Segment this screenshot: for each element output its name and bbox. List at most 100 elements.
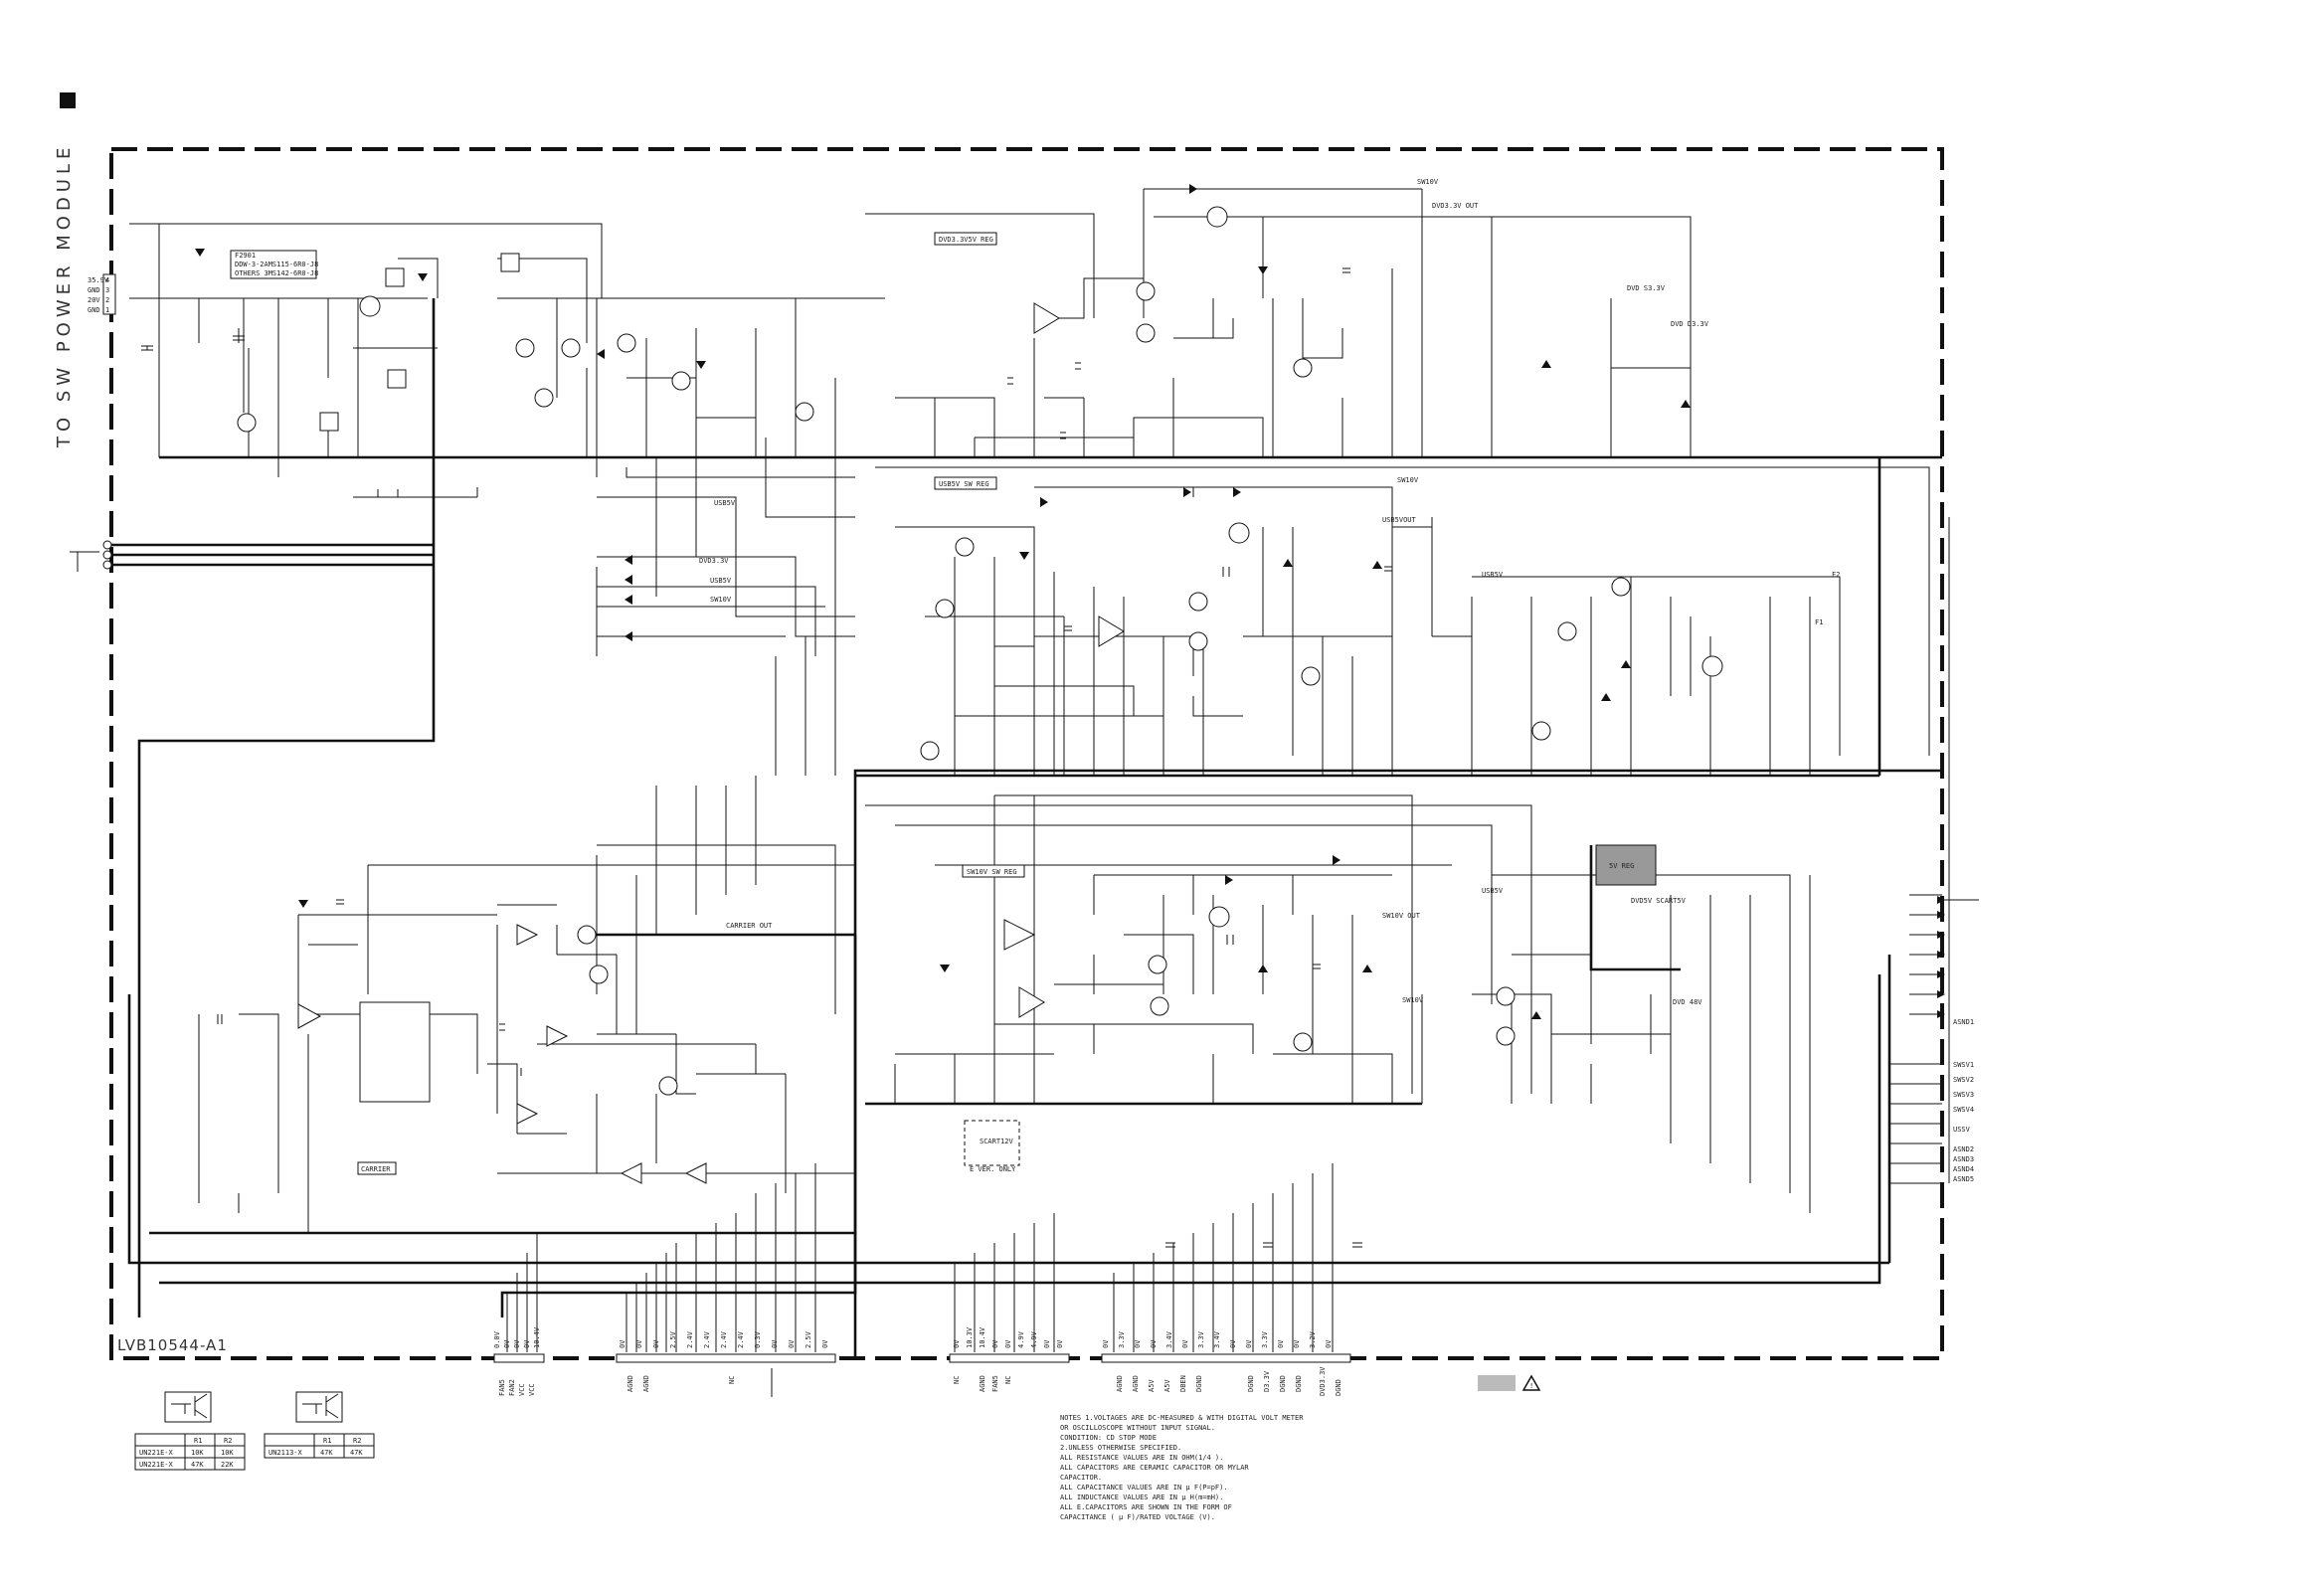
svg-text:2.5V: 2.5V [669, 1330, 677, 1348]
svg-text:UN2113-X: UN2113-X [268, 1449, 303, 1457]
svg-text:R2: R2 [224, 1437, 232, 1445]
svg-text:USSV: USSV [1953, 1126, 1971, 1134]
svg-text:SW10V: SW10V [710, 596, 732, 604]
svg-text:3.4V: 3.4V [1165, 1330, 1173, 1348]
transistor-symbol-2 [295, 1391, 343, 1423]
svg-text:3.3V: 3.3V [1118, 1330, 1126, 1348]
svg-text:USB5V: USB5V [1482, 887, 1504, 895]
svg-text:0V: 0V [503, 1339, 511, 1348]
svg-text:OR OSCILLOSCOPE WITHOUT INP: OR OSCILLOSCOPE WITHOUT INPUT SIGNAL. [1060, 1424, 1215, 1432]
svg-text:2.4V: 2.4V [737, 1330, 745, 1348]
svg-text:UN221E-X: UN221E-X [139, 1461, 174, 1469]
fuse-part-table: F2901 DDW-3-2AMS115-6R0-J8 OTHERS 3MS142… [230, 250, 318, 279]
svg-text:2.5V: 2.5V [804, 1330, 812, 1348]
left-signal-connector [70, 540, 112, 572]
svg-text:22K: 22K [221, 1461, 234, 1469]
transistor-table-1: R1 R2 UN221E-X 10K 10K UN221E-X 47K 22K [134, 1433, 246, 1471]
svg-text:GND: GND [88, 286, 100, 294]
svg-text:0V: 0V [1229, 1339, 1237, 1348]
svg-text:0V: 0V [1102, 1339, 1110, 1348]
svg-text:ALL RESISTANCE VALUES ARE: ALL RESISTANCE VALUES ARE IN OHM(1/4 ). [1060, 1454, 1223, 1462]
svg-text:2.4V: 2.4V [703, 1330, 711, 1348]
svg-text:CARRIER: CARRIER [361, 1165, 391, 1173]
svg-text:AGND: AGND [626, 1375, 634, 1392]
svg-text:ALL E.CAPACITORS ARE SHOWN: ALL E.CAPACITORS ARE SHOWN IN THE FORM O… [1060, 1503, 1232, 1511]
svg-text:CONDITION: CD STOP MODE: CONDITION: CD STOP MODE [1060, 1434, 1157, 1442]
svg-text:1: 1 [105, 306, 109, 314]
svg-text:DVD5V SCART5V: DVD5V SCART5V [1631, 897, 1687, 905]
section-labels: DVD3.3V5V REG USB5V SW REG SW10V SW REG … [357, 232, 1634, 1175]
svg-text:3.3V: 3.3V [1261, 1330, 1269, 1348]
svg-text:SW10V SW REG: SW10V SW REG [967, 868, 1017, 876]
svg-text:SWSV4: SWSV4 [1953, 1106, 1974, 1114]
svg-text:DGND: DGND [1195, 1375, 1203, 1392]
svg-text:10K: 10K [221, 1449, 234, 1457]
warning-marker: ! [1478, 1374, 1541, 1391]
svg-text:0V: 0V [1293, 1339, 1301, 1348]
svg-text:10.4V: 10.4V [979, 1326, 986, 1348]
svg-text:4: 4 [105, 276, 109, 284]
svg-text:AGND: AGND [979, 1375, 986, 1392]
svg-text:CAPACITANCE ( μ F)/RATED VOL: CAPACITANCE ( μ F)/RATED VOLTAGE (V). [1060, 1513, 1215, 1521]
svg-text:10.3V: 10.3V [966, 1326, 974, 1348]
svg-text:10.4V: 10.4V [533, 1326, 541, 1348]
svg-text:DGND: DGND [1295, 1375, 1303, 1392]
svg-text:ALL CAPACITANCE VALUES ARE: ALL CAPACITANCE VALUES ARE IN μ F(P=pF). [1060, 1484, 1228, 1492]
svg-text:SCART12V: SCART12V [980, 1138, 1014, 1145]
svg-text:VCC: VCC [528, 1383, 536, 1396]
board-dashed-frame [109, 147, 1944, 1360]
svg-text:0.0V: 0.0V [493, 1330, 501, 1348]
svg-text:F2: F2 [1832, 571, 1840, 579]
svg-text:2.UNLESS OTHERWISE SPECIFIED: 2.UNLESS OTHERWISE SPECIFIED. [1060, 1444, 1181, 1452]
side-title: TO SW POWER MODULE [54, 143, 75, 448]
svg-text:0V: 0V [953, 1339, 961, 1348]
svg-text:F1: F1 [1815, 618, 1823, 626]
svg-text:GND: GND [88, 306, 100, 314]
corner-square-marker [60, 92, 76, 108]
svg-text:47K: 47K [320, 1449, 333, 1457]
svg-text:F2901: F2901 [235, 252, 256, 260]
svg-text:R2: R2 [353, 1437, 361, 1445]
notes-block: NOTES 1.VOLTAGES ARE DC-MEASURED & WITH … [1060, 1414, 1304, 1521]
svg-text:0V: 0V [1056, 1339, 1064, 1348]
svg-text:R1: R1 [194, 1437, 202, 1445]
svg-text:USB5VOUT: USB5VOUT [1382, 516, 1417, 524]
heavy-bus-wires [111, 298, 1942, 1357]
svg-text:DVD S3.3V: DVD S3.3V [1627, 284, 1666, 292]
svg-text:CARRIER OUT: CARRIER OUT [726, 922, 773, 930]
bottom-connector-3: 0V 10.3V 10.4V 0V 0V 4.9V 4.9V 0V 0V NC … [949, 1326, 1070, 1392]
board-id: LVB10544-A1 [117, 1336, 228, 1354]
svg-text:!: ! [1529, 1382, 1533, 1390]
svg-text:FAN5: FAN5 [991, 1375, 999, 1392]
bottom-connector-4: 0V 3.3V 0V 0V 3.4V 0V 3.3V 3.4V 0V 0V 3.… [1101, 1330, 1351, 1396]
svg-text:0V: 0V [771, 1339, 779, 1348]
svg-text:NOTES 1.VOLTAGES ARE DC-MEASU: NOTES 1.VOLTAGES ARE DC-MEASURED & WITH … [1060, 1414, 1304, 1422]
svg-text:USB5V SW REG: USB5V SW REG [939, 480, 989, 488]
svg-text:10K: 10K [191, 1449, 204, 1457]
svg-text:3.3V: 3.3V [1197, 1330, 1205, 1348]
bottom-connector-2: 0V 0V 0V 2.5V 2.4V 2.4V 2.4V 2.4V 0.3V 0… [616, 1330, 836, 1397]
svg-text:SW10V: SW10V [1397, 476, 1419, 484]
svg-text:DGND: DGND [1247, 1375, 1255, 1392]
svg-text:4.9V: 4.9V [1030, 1330, 1038, 1348]
svg-text:SWSV3: SWSV3 [1953, 1091, 1974, 1099]
svg-text:0.3V: 0.3V [754, 1330, 762, 1348]
svg-text:0V: 0V [635, 1339, 643, 1348]
svg-text:DVD D3.3V: DVD D3.3V [1671, 320, 1709, 328]
svg-text:0V: 0V [1043, 1339, 1051, 1348]
svg-text:OTHERS 3MS142-6R0-J8: OTHERS 3MS142-6R0-J8 [235, 269, 318, 277]
svg-text:0V: 0V [1325, 1339, 1333, 1348]
svg-text:DVD3.3V: DVD3.3V [699, 557, 729, 565]
regulator-ics [319, 253, 1657, 1103]
svg-text:0V: 0V [1277, 1339, 1285, 1348]
svg-text:DVD3.3V OUT: DVD3.3V OUT [1432, 202, 1479, 210]
transistor-table-2: R1 R2 UN2113-X 47K 47K [264, 1433, 375, 1459]
svg-text:ASND2: ASND2 [1953, 1145, 1974, 1153]
svg-text:0V: 0V [1150, 1339, 1158, 1348]
svg-text:AGND: AGND [642, 1375, 650, 1392]
opamps [297, 302, 1125, 1184]
svg-text:AGND: AGND [1132, 1375, 1140, 1392]
svg-text:DVD3.3V: DVD3.3V [1319, 1366, 1327, 1396]
svg-text:4.9V: 4.9V [1017, 1330, 1025, 1348]
